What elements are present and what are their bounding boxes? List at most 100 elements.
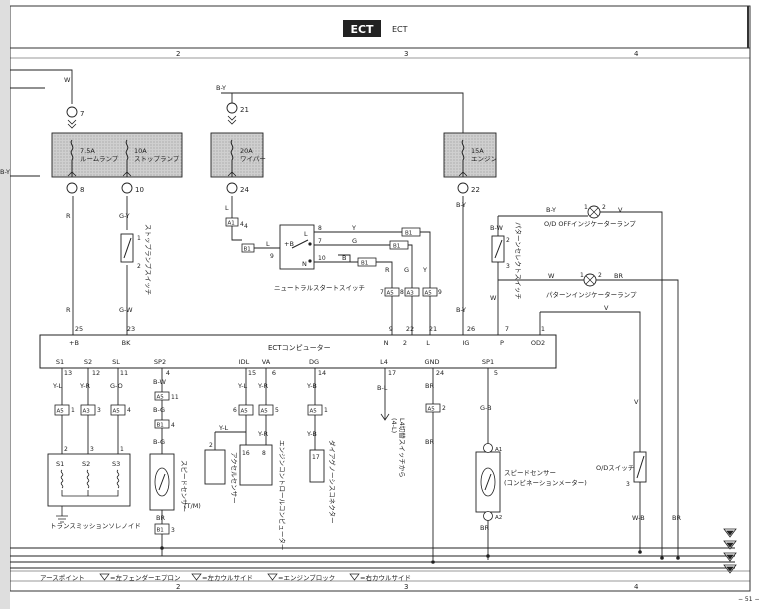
speed-sensor-meter: A1 A2 スピードセンサー (コンビネーションメーター) — [475, 443, 587, 521]
wire-r3: R — [385, 266, 390, 274]
svg-text:A5: A5 — [157, 395, 165, 401]
svg-text:A5: A5 — [261, 409, 269, 415]
wire-gw: G-W — [119, 306, 133, 314]
svg-text:3: 3 — [90, 446, 94, 453]
ecu-bottom-label-8: GND — [425, 358, 440, 366]
wire-yl2: Y-L — [237, 382, 248, 390]
wire-l1: L — [225, 204, 229, 212]
pattern-indicator-lamp: 1 2 パターンインジケーターランプ — [546, 272, 637, 299]
page-frame — [9, 5, 751, 592]
wire-v2: V — [604, 304, 609, 312]
accel-sensor: 2 アクセルセンサー — [204, 442, 238, 504]
conn-a3-s2: A3 — [80, 404, 96, 416]
svg-text:1: 1 — [324, 407, 328, 414]
wire-by3: B-Y — [546, 206, 556, 214]
svg-text:11: 11 — [171, 394, 179, 401]
svg-text:A3: A3 — [83, 409, 91, 415]
wire-bl: B-L — [377, 384, 388, 392]
ecu-bottom-pin-2: 11 — [120, 369, 128, 377]
svg-text:A2: A2 — [495, 515, 502, 521]
grid-reference: 2 3 4 2 3 4 − 51 − — [176, 50, 760, 603]
grid-top-4: 4 — [634, 50, 639, 58]
conn-a5-idl: A5 — [238, 404, 254, 416]
grid-bottom-3: 3 — [404, 583, 408, 591]
wire-br7: BR — [672, 514, 681, 522]
conn-b1-d: B1 — [357, 257, 377, 267]
svg-text:3: 3 — [171, 527, 175, 534]
svg-text:7: 7 — [380, 289, 384, 296]
wire-yl: Y-L — [52, 382, 63, 390]
pattern-select-switch: 2 3 パターンセレクトスイッチ — [491, 222, 523, 300]
conn-a5-s1: A5 — [54, 404, 70, 416]
wire-go: G-O — [110, 382, 123, 390]
ecu-bottom-label-6: DG — [309, 358, 319, 366]
wire-r2: R — [66, 306, 71, 314]
svg-text:A1: A1 — [495, 447, 502, 453]
wire-bw2: B-W — [153, 378, 167, 386]
ecu-bottom-label-3: SP2 — [154, 358, 166, 366]
terminal-chevrons — [67, 115, 468, 177]
ecu-bottom-pin-0: 13 — [64, 369, 72, 377]
wires — [10, 69, 735, 569]
wire-yl3: Y-L — [218, 424, 229, 432]
svg-text:8: 8 — [262, 450, 266, 457]
stop-switch-pin-2: 2 — [137, 263, 141, 270]
fuse-wiper-top-pin: 21 — [240, 106, 249, 114]
svg-text:S2: S2 — [82, 460, 90, 468]
ecu-bottom-pin-3: 4 — [166, 369, 170, 377]
wire-br-top: BR — [614, 272, 623, 280]
wire-w2: W — [548, 272, 555, 280]
diagnosis-connector: 17 ダイアグノーシスコネクター — [309, 440, 337, 524]
ns-pos-b: +B — [284, 240, 294, 248]
svg-text:5: 5 — [275, 407, 279, 414]
shift-switch-arrow: (4-L) L4切替スイッチから — [380, 410, 407, 478]
wire-r1: R — [66, 212, 71, 220]
svg-text:2: 2 — [64, 446, 68, 453]
wire-v3: V — [634, 398, 639, 406]
ecu-bottom-pin-5: 6 — [272, 369, 276, 377]
svg-text:8: 8 — [400, 289, 404, 296]
wire-sw-y: Y — [351, 224, 356, 232]
ground-point-symbols — [723, 528, 737, 574]
ecu-name: ECTコンピューター — [268, 343, 331, 352]
ecu-bottom-label-4: IDL — [239, 358, 250, 366]
wire-yb: Y-B — [306, 382, 317, 390]
ect-badge — [343, 20, 381, 37]
connector-pin-numbers: 4 7 8 9 1 3 4 11 4 3 6 5 1 2 — [71, 221, 446, 534]
svg-text:16: 16 — [242, 450, 250, 457]
wire-sw-g: G — [352, 237, 357, 245]
conn-b1-gnd: B1 — [154, 523, 170, 535]
ground-point-legend: アースポイント =左フェンダーエプロン =左カウルサイド =エンジンブロック =… — [40, 573, 411, 582]
stop-switch-pin-1: 1 — [137, 235, 141, 242]
fuse-stop-bottom-pin: 10 — [135, 186, 144, 194]
shift-switch-name: L4切替スイッチから — [398, 418, 407, 478]
svg-text:3: 3 — [626, 481, 630, 488]
engine-ecu-name: エンジンコントロールコンピューター — [278, 440, 287, 550]
terminal-circles — [66, 102, 469, 194]
ecu-bottom-pin-8: 24 — [436, 369, 444, 377]
conn-a5-sp2: A5 — [154, 391, 170, 401]
ecu-top-pin-1: 23 — [127, 325, 135, 333]
ecu-top-label-0: +B — [69, 339, 79, 347]
speed-sensor-meter-sub: (コンビネーションメーター) — [504, 478, 587, 487]
svg-text:B1: B1 — [361, 261, 368, 267]
ecu-bottom-pin-6: 14 — [318, 369, 326, 377]
svg-text:1: 1 — [580, 272, 584, 279]
od-switch: 3 O/Dスイッチ — [596, 451, 647, 488]
conn-a5-gnd: A5 — [425, 403, 441, 413]
fuse-wiper-bottom-pin: 24 — [240, 186, 249, 194]
wire-by2: B-Y — [456, 306, 466, 314]
svg-text:A5: A5 — [241, 409, 249, 415]
legend-title: アースポイント — [40, 574, 85, 582]
wire-bg2: B-G — [153, 438, 165, 446]
ect-badge-label: ECT — [350, 23, 374, 36]
ecu-top-pin-5: 26 — [467, 325, 475, 333]
legend-item-1: =左フェンダーエプロン — [110, 573, 180, 582]
wire-yr2: Y-R — [257, 382, 269, 390]
svg-text:2: 2 — [209, 442, 213, 449]
page-title: ECT — [392, 25, 408, 34]
wire-v1: V — [618, 206, 623, 214]
